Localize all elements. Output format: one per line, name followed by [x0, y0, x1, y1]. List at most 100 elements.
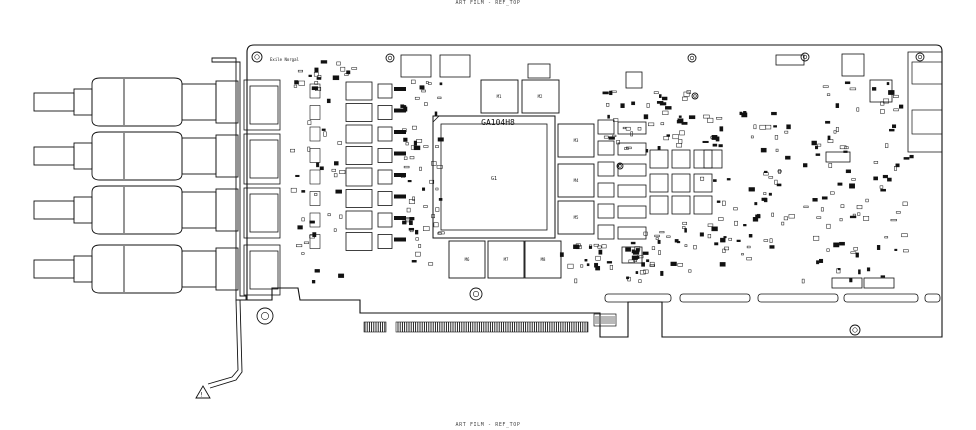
smd-part	[434, 111, 438, 117]
smd-part	[889, 128, 895, 132]
smd-part	[312, 232, 317, 238]
smd-part	[290, 148, 295, 153]
cable-head	[181, 137, 217, 175]
smd-part	[728, 237, 732, 241]
smd-part	[630, 131, 633, 137]
smd-part	[880, 275, 886, 278]
smd-part	[733, 207, 738, 211]
cable-strain-relief	[73, 88, 93, 116]
smd-part	[588, 245, 593, 249]
smd-part	[637, 127, 642, 131]
smd-part	[768, 192, 772, 196]
smd-part	[293, 84, 298, 88]
smd-part	[858, 269, 861, 275]
smd-part	[672, 134, 679, 140]
port-opening	[249, 85, 279, 125]
smd-part	[400, 174, 406, 178]
smd-part	[327, 213, 331, 217]
memory-label: M3	[574, 138, 579, 143]
smd-part	[803, 205, 809, 208]
smd-part	[776, 183, 782, 187]
smd-part	[613, 118, 619, 122]
smd-part	[428, 262, 434, 266]
smd-part	[681, 121, 688, 125]
power-stage	[671, 149, 691, 169]
smd-part	[812, 198, 818, 202]
mounting-hole	[691, 92, 699, 100]
power-stage	[649, 173, 669, 193]
port-opening	[249, 139, 279, 179]
smd-part	[439, 82, 443, 86]
smd-part	[419, 166, 422, 171]
cable-boot	[91, 244, 183, 294]
smd-part	[714, 242, 719, 246]
smd-part	[437, 232, 442, 235]
smd-part	[707, 234, 712, 239]
vrm-components	[309, 81, 723, 251]
smd-part	[718, 217, 724, 221]
smd-part	[872, 87, 877, 91]
smd-part	[662, 110, 669, 115]
vrm-inductor	[345, 232, 373, 251]
smd-part	[815, 145, 819, 150]
smd-part	[593, 243, 599, 247]
right-edge-connector	[907, 51, 943, 153]
smd-part	[435, 207, 440, 212]
smd-part	[880, 109, 885, 114]
display-connectors	[243, 79, 281, 296]
smd-part	[645, 149, 649, 153]
mounting-hole	[915, 52, 925, 62]
smd-part	[410, 145, 415, 150]
smd-part	[649, 261, 655, 267]
smd-part	[885, 143, 889, 148]
smd-part	[314, 193, 318, 196]
warning-triangle-icon	[195, 385, 211, 399]
smd-part	[418, 244, 422, 248]
smd-part	[411, 260, 417, 263]
smd-part	[616, 140, 620, 145]
smd-part	[901, 233, 908, 238]
smd-part	[437, 137, 444, 142]
smd-part	[893, 94, 899, 98]
smd-part	[734, 220, 738, 226]
port-housing	[243, 187, 281, 239]
smd-part	[403, 156, 408, 160]
mounting-hole-inner	[387, 55, 393, 61]
smd-part	[436, 165, 443, 169]
smd-part	[632, 255, 640, 259]
cable-plug	[33, 146, 75, 166]
smd-part	[646, 103, 650, 108]
smd-part	[826, 93, 831, 96]
smd-part	[657, 239, 661, 244]
smd-part	[316, 162, 320, 168]
smd-part	[627, 276, 631, 282]
smd-part	[676, 241, 681, 244]
vrm-resistor	[394, 216, 406, 220]
right-port-1	[911, 61, 943, 85]
smd-part	[866, 267, 871, 272]
smd-part	[333, 173, 338, 178]
smd-part	[724, 246, 729, 251]
smd-part	[338, 273, 345, 278]
cable-head	[181, 191, 217, 229]
power-stage	[671, 195, 691, 215]
io-bracket	[207, 57, 247, 389]
smd-part	[719, 262, 726, 267]
mounting-hole-inner	[802, 54, 808, 60]
smd-part	[833, 242, 840, 248]
vrm-cap-right	[597, 140, 615, 156]
mounting-hole	[616, 162, 624, 170]
smd-part	[741, 253, 744, 256]
smd-part	[301, 252, 305, 255]
smd-part	[411, 79, 416, 84]
smd-part	[902, 201, 908, 206]
smd-part	[575, 245, 582, 250]
smd-part	[415, 237, 419, 241]
smd-part	[307, 120, 312, 125]
mounting-hole	[687, 53, 697, 63]
smd-part	[314, 67, 319, 73]
smd-part	[574, 278, 578, 284]
warning-mark: !	[200, 392, 204, 399]
smd-part	[298, 80, 305, 86]
